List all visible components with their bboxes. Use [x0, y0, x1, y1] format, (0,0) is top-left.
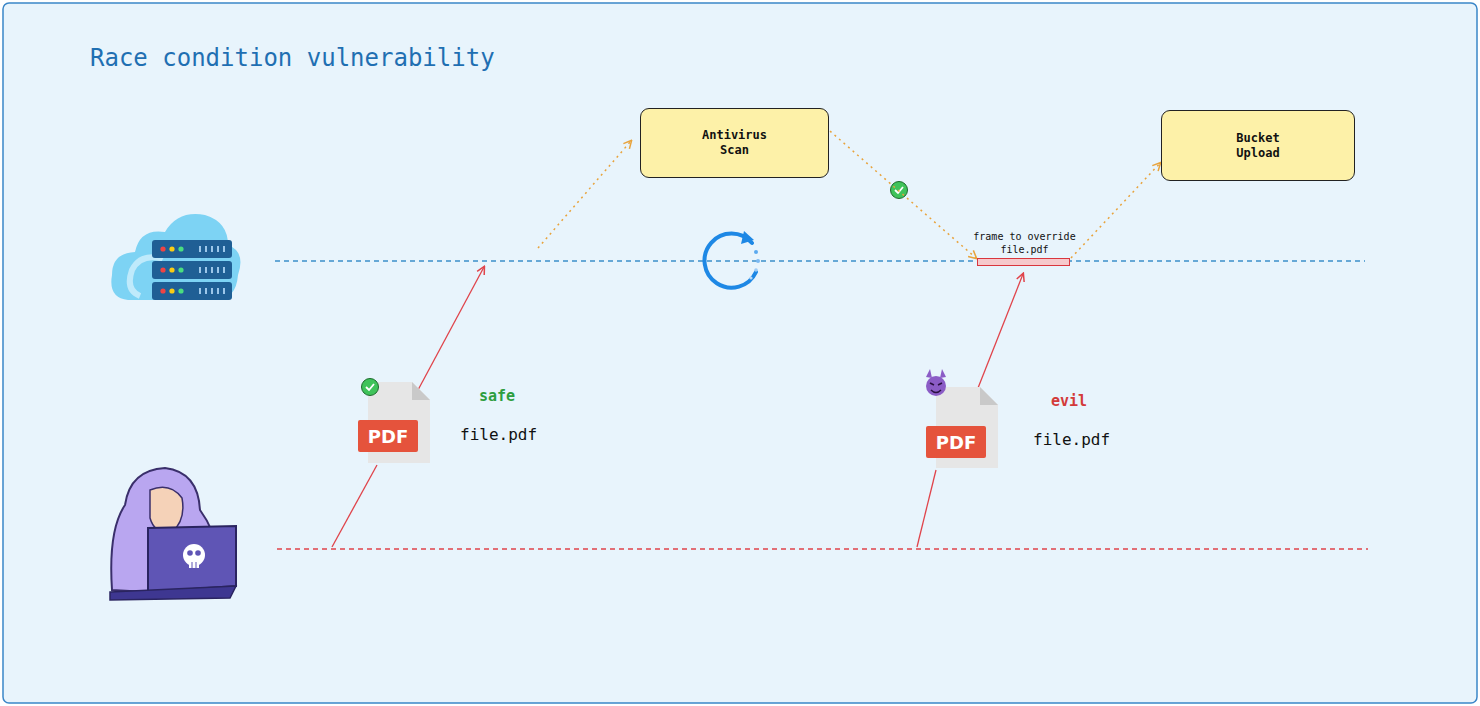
upload-line: [917, 470, 936, 547]
upload-line: [332, 465, 377, 547]
pdf-icon: [926, 369, 998, 468]
pdf-badge-text: PDF: [368, 426, 408, 447]
status-label: safe: [479, 387, 515, 405]
status-label: evil: [1051, 392, 1087, 410]
process-box: Bucket Upload: [1161, 110, 1355, 181]
hacker-icon: [110, 468, 236, 600]
frame-label: frame to override file.pdf: [965, 230, 1085, 256]
upload-arrow: [418, 267, 484, 390]
pdf-icon: [358, 379, 430, 464]
upload-arrow: [978, 274, 1023, 388]
box-label: Bucket Upload: [1218, 131, 1298, 161]
process-box: Antivirus Scan: [640, 108, 829, 178]
server-icon: [111, 214, 240, 300]
box-label: Antivirus Scan: [695, 128, 775, 158]
check-badge: [891, 182, 908, 199]
server-timeline: [275, 260, 1365, 261]
dotted-connector: [1071, 163, 1160, 258]
dotted-arrow: [538, 141, 631, 248]
background-panel: [3, 3, 1477, 703]
spinner-icon: [705, 231, 760, 288]
attacker-timeline: [277, 548, 1368, 549]
file-name: file.pdf: [1033, 430, 1110, 449]
pdf-badge-text: PDF: [936, 432, 976, 453]
dotted-connector: [830, 131, 976, 258]
file-name: file.pdf: [460, 425, 537, 444]
override-frame: frame to override file.pdf: [977, 258, 1070, 266]
diagram-title: Race condition vulnerability: [90, 44, 495, 72]
